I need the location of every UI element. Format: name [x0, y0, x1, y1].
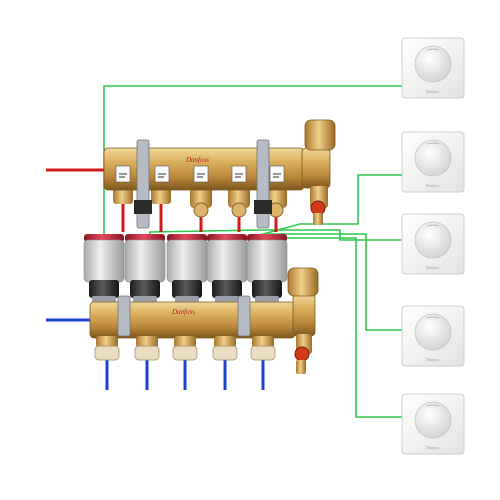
- control-wire-zone-2: [255, 174, 403, 237]
- room-thermostat-zone-5: Danfoss: [401, 393, 465, 455]
- room-thermostat-zone-1: Danfoss: [401, 37, 465, 99]
- mounting-bracket: [136, 139, 150, 229]
- actuator-zone-1: [83, 234, 125, 304]
- flow-manifold: Danfoss: [103, 119, 336, 229]
- actuator-zone-3: [166, 234, 208, 304]
- flow-air-vent-assembly: [301, 119, 336, 225]
- room-thermostat-zone-3: Danfoss: [401, 213, 465, 275]
- room-thermostats: Danfoss Danfoss Danfoss Danfoss Danfoss: [401, 37, 465, 455]
- flow-manifold-brackets: [134, 139, 272, 229]
- thermostat-dial-icon: [414, 139, 452, 177]
- control-wire-zone-3: [262, 229, 403, 241]
- drain-valve-handle: [294, 346, 310, 362]
- actuator-zone-5: [246, 234, 288, 304]
- mounting-bracket: [237, 295, 251, 337]
- thermostat-dial-icon: [414, 401, 452, 439]
- return-manifold-brand-mark: Danfoss: [171, 308, 195, 316]
- control-wire-zone-5: [274, 237, 403, 418]
- return-manifold: Danfoss: [89, 267, 319, 374]
- thermostat-dial-icon: [414, 313, 452, 351]
- thermostat-brand-mark: Danfoss: [425, 357, 440, 362]
- actuators: [83, 234, 288, 304]
- thermostat-brand-mark: Danfoss: [425, 445, 440, 450]
- thermostat-dial-icon: [414, 221, 452, 259]
- return-air-vent-assembly: [287, 267, 319, 374]
- thermostat-dial-icon: [414, 45, 452, 83]
- mounting-bracket: [117, 295, 131, 337]
- thermostat-brand-mark: Danfoss: [425, 183, 440, 188]
- control-wire-zone-4: [268, 233, 403, 331]
- thermostat-brand-mark: Danfoss: [425, 89, 440, 94]
- flow-manifold-brand-mark: Danfoss: [185, 156, 209, 164]
- mounting-bracket: [256, 139, 270, 229]
- room-thermostat-zone-4: Danfoss: [401, 305, 465, 367]
- thermostat-brand-mark: Danfoss: [425, 265, 440, 270]
- room-thermostat-zone-2: Danfoss: [401, 131, 465, 193]
- actuator-zone-4: [206, 234, 248, 304]
- actuator-zone-2: [124, 234, 166, 304]
- flow-valve-windows: [115, 165, 285, 183]
- return-manifold-brackets: [117, 295, 251, 337]
- drain-valve-handle: [310, 200, 326, 216]
- return-outlet-fittings: [94, 336, 276, 361]
- flow-outlet-fittings: [113, 186, 287, 218]
- return-pipes: [46, 318, 265, 390]
